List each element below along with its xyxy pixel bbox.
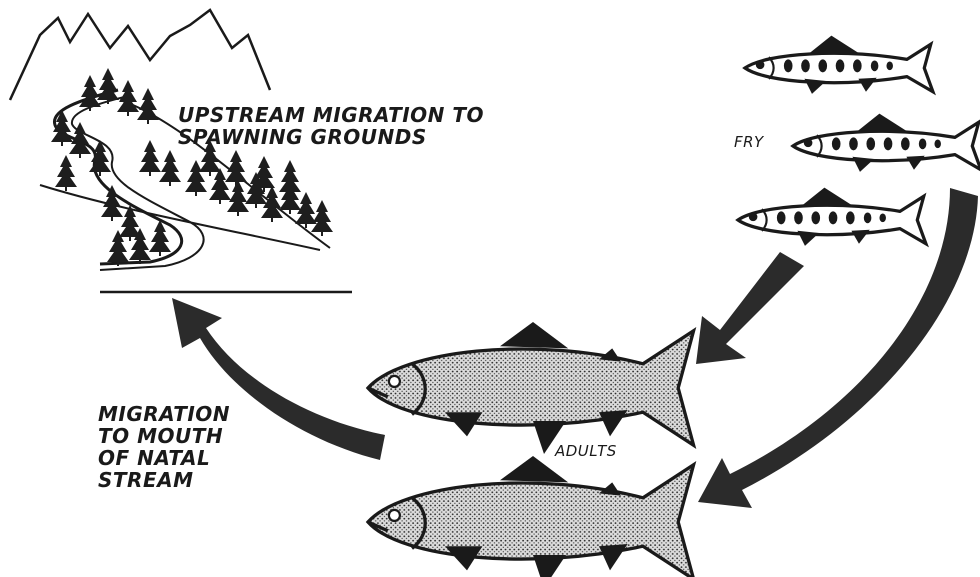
- tree-icon: [51, 68, 333, 266]
- label-adults: ADULTS: [555, 443, 617, 460]
- label-upstream-migration: UPSTREAM MIGRATION TO SPAWNING GROUNDS: [178, 104, 484, 148]
- fish-icon-adult-bottom: [368, 456, 694, 577]
- fish-icon-fry-top: [745, 36, 933, 94]
- arrow-icon-fry-to-adults-short: [696, 252, 804, 364]
- fish-icon-adult-top: [368, 322, 694, 454]
- fish-icon-fry-bottom: [738, 188, 926, 246]
- fish-icon-fry-middle: [793, 114, 980, 172]
- mountain-icon: [10, 10, 270, 100]
- label-fry: FRY: [734, 134, 764, 151]
- label-migration-to-mouth: MIGRATION TO MOUTH OF NATAL STREAM: [98, 403, 230, 491]
